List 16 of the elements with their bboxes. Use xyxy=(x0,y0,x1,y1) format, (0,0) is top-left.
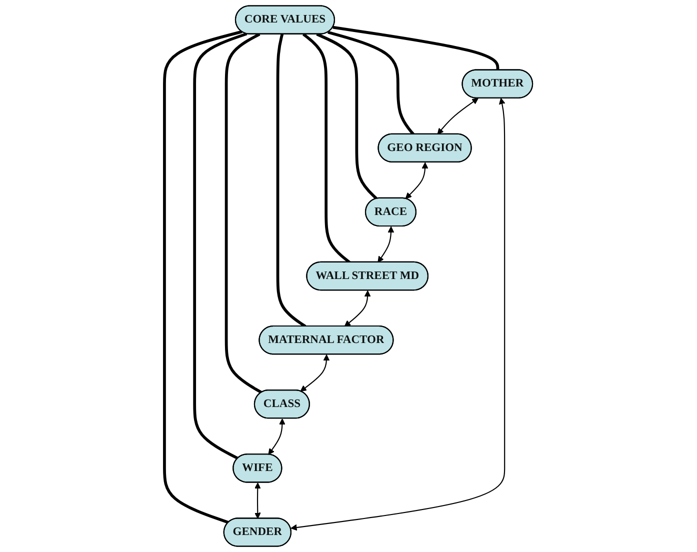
connector xyxy=(193,32,248,460)
connector xyxy=(163,30,242,524)
arrow xyxy=(344,290,371,327)
connector xyxy=(302,33,350,264)
arrow xyxy=(300,354,330,392)
arrow xyxy=(437,98,478,134)
arrow xyxy=(378,226,394,263)
arrow xyxy=(290,98,506,531)
connector xyxy=(276,34,306,328)
connector xyxy=(316,32,378,200)
connector xyxy=(224,32,262,394)
connector xyxy=(332,26,500,70)
arrow xyxy=(268,418,286,455)
arrow xyxy=(254,482,261,519)
arrow xyxy=(405,162,428,199)
connector xyxy=(328,30,414,136)
